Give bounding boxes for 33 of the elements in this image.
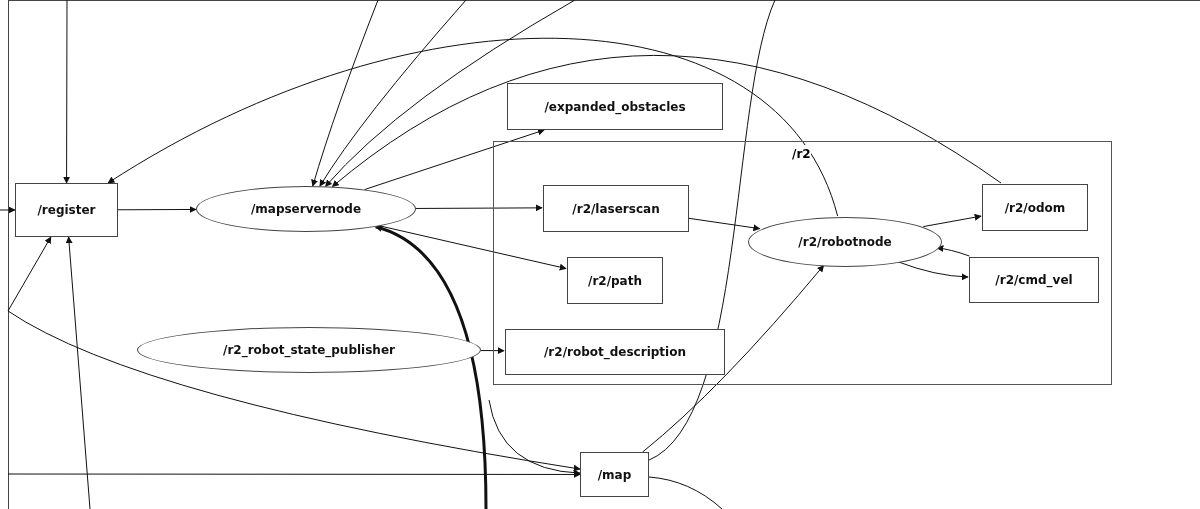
arrow <box>364 128 545 191</box>
topic-box: /r2/path <box>567 257 663 304</box>
arrow <box>65 236 91 509</box>
arrow <box>117 206 197 213</box>
topic-box: /r2/robot_description <box>505 329 725 375</box>
arrow <box>319 0 467 187</box>
arrow <box>480 347 505 355</box>
node-ellipse: /r2_robot_state_publisher <box>137 327 481 373</box>
arrow <box>415 204 543 212</box>
arrow <box>936 245 970 257</box>
arrow <box>311 0 379 187</box>
topic-box: /map <box>580 452 649 497</box>
node-ellipse: /mapservernode <box>196 186 416 232</box>
arrow <box>107 38 839 217</box>
topic-box: /r2/laserscan <box>543 185 689 232</box>
arrow <box>687 217 761 232</box>
arrow <box>379 225 567 271</box>
arrow <box>331 54 1002 188</box>
arrow <box>7 310 581 472</box>
arrow <box>0 206 16 214</box>
arrow <box>63 0 71 184</box>
arrow <box>488 399 581 477</box>
group-label: /r2 <box>792 145 811 163</box>
arrow <box>922 213 982 228</box>
arrow <box>375 225 488 509</box>
topic-box: /r2/odom <box>982 184 1088 231</box>
topic-box: /register <box>15 183 118 237</box>
node-ellipse: /r2/robotnode <box>748 217 942 267</box>
arrow <box>7 236 52 312</box>
topic-box: /expanded_obstacles <box>507 83 723 130</box>
topic-box: /r2/cmd_vel <box>969 257 1099 303</box>
namespace-group-box <box>493 141 1112 385</box>
arrow <box>325 0 576 187</box>
